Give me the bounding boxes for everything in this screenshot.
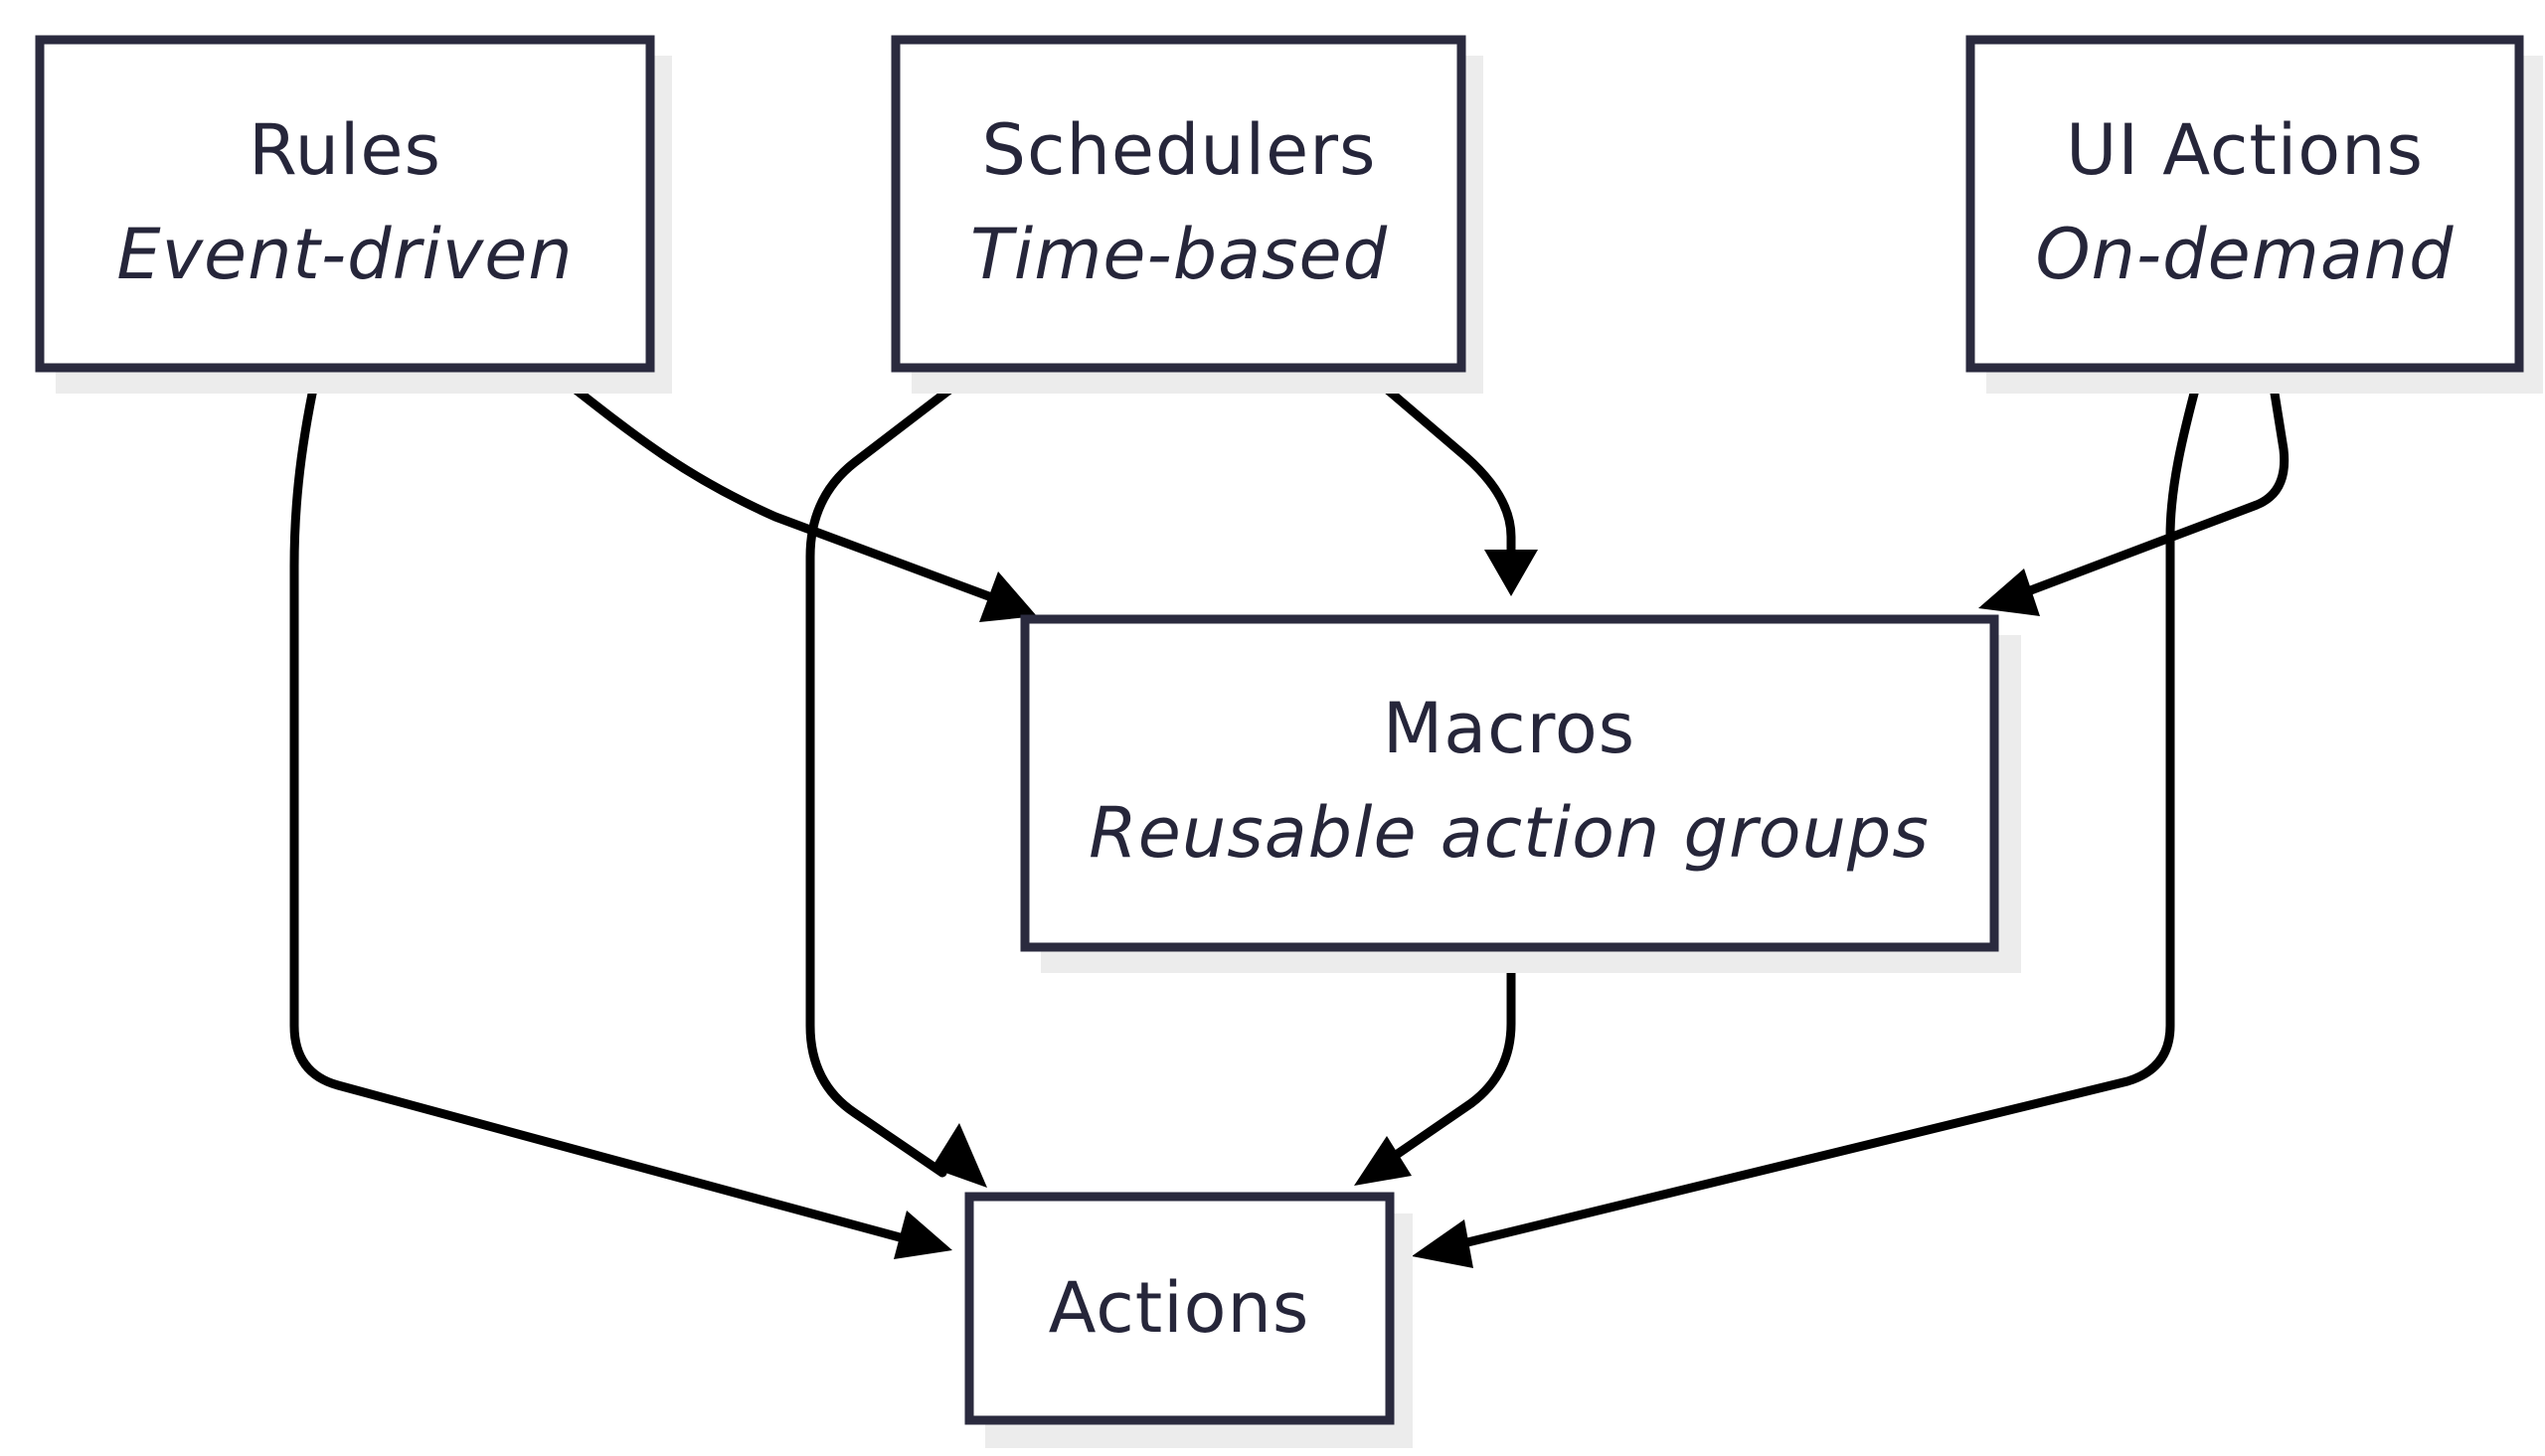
arrowhead-uiactions-to-macros — [1978, 568, 2040, 616]
node-rules-subtitle: Event-driven — [116, 214, 573, 295]
node-macros-title: Macros — [1383, 688, 1635, 769]
node-macros-subtitle: Reusable action groups — [1089, 792, 1930, 874]
node-ui-actions[interactable]: UI Actions On-demand — [1965, 35, 2543, 394]
edge-rules-to-actions — [289, 370, 905, 1242]
edges — [289, 370, 2290, 1268]
node-actions[interactable]: Actions — [964, 1192, 1413, 1448]
edge-schedulers-to-actions — [805, 370, 974, 1178]
arrowhead-schedulers-to-macros — [1484, 550, 1538, 596]
node-rules[interactable]: Rules Event-driven — [35, 35, 672, 394]
node-box — [964, 1192, 1395, 1425]
node-schedulers-title: Schedulers — [982, 109, 1377, 191]
node-box — [1020, 614, 1999, 952]
node-schedulers[interactable]: Schedulers Time-based — [891, 35, 1483, 394]
arrowhead-rules-to-macros — [979, 571, 1037, 622]
node-schedulers-subtitle: Time-based — [970, 214, 1388, 295]
edge-uiactions-to-macros — [2023, 370, 2290, 596]
node-actions-title: Actions — [1049, 1267, 1310, 1349]
node-uiactions-title: UI Actions — [2066, 109, 2424, 191]
node-uiactions-subtitle: On-demand — [2035, 214, 2454, 295]
node-box — [35, 35, 655, 373]
arrowhead-macros-to-actions — [1354, 1136, 1412, 1186]
arrowhead-uiactions-to-actions — [1412, 1219, 1473, 1268]
edge-rules-to-macros — [552, 370, 999, 603]
arrowhead-schedulers-to-actions — [932, 1123, 987, 1188]
edge-schedulers-to-macros — [1365, 370, 1516, 558]
node-box — [1965, 35, 2524, 373]
arrowhead-rules-to-actions — [894, 1211, 952, 1259]
node-macros[interactable]: Macros Reusable action groups — [1020, 614, 2021, 973]
node-box — [891, 35, 1466, 373]
node-rules-title: Rules — [249, 109, 441, 191]
edge-macros-to-actions — [1387, 946, 1516, 1163]
